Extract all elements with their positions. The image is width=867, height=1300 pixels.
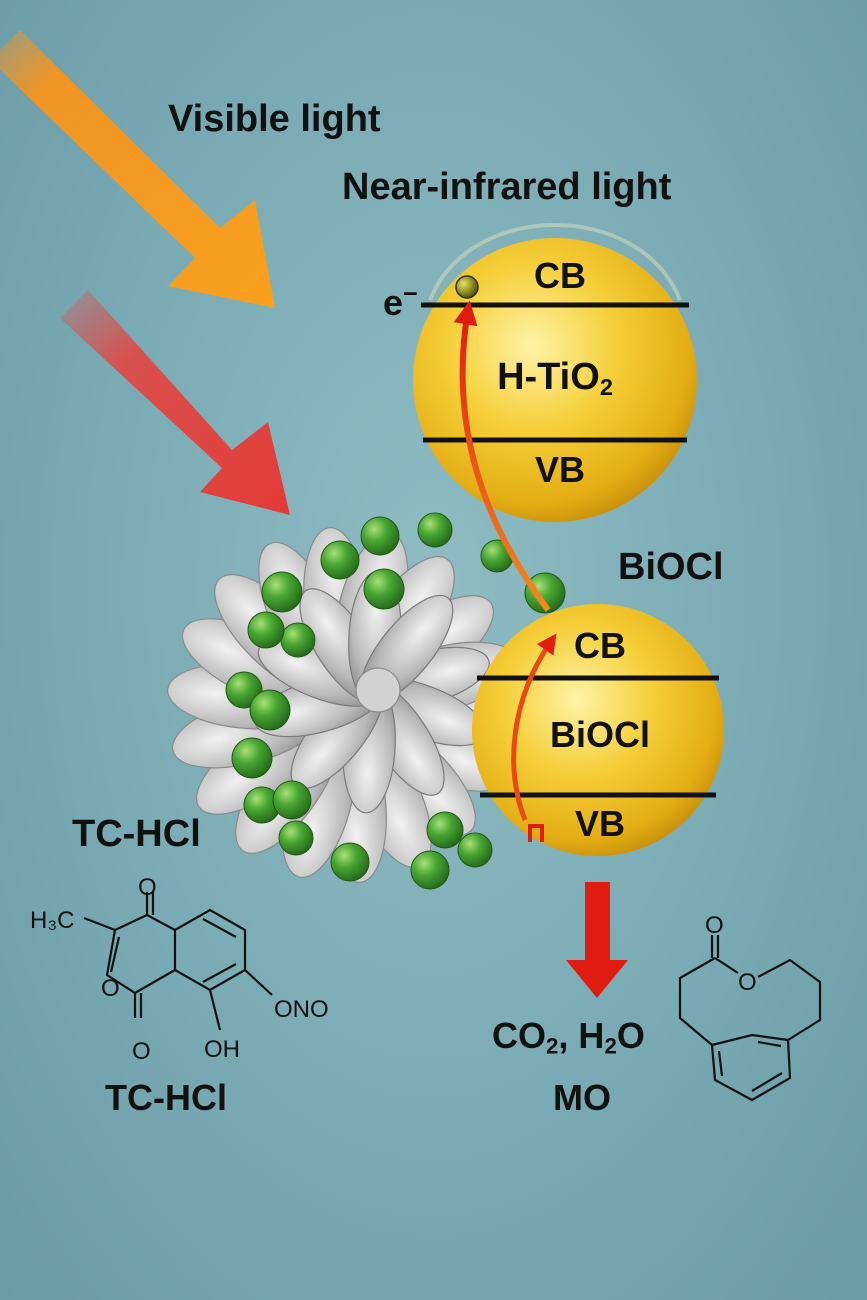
hole-marker [528, 824, 544, 842]
tc-o-top-label: O [138, 874, 157, 901]
visible-light-label: Visible light [168, 98, 381, 140]
products-h: , H [558, 1015, 605, 1056]
nanoparticle [426, 811, 464, 849]
products-label: CO2, H2O [492, 1018, 645, 1058]
nanoparticle [363, 568, 405, 610]
tc-o-ring-label: O [101, 975, 120, 1002]
biocl-vb-label: VB [574, 803, 625, 844]
visible-light-arrow [0, 30, 275, 308]
tc-o-bottom-label: O [132, 1038, 151, 1065]
electron-charge: − [403, 280, 418, 308]
tc-oh-label: OH [204, 1036, 240, 1063]
nanoparticle-group [225, 512, 566, 890]
nanoparticle [457, 832, 493, 868]
nanoparticle [247, 611, 285, 649]
electron-symbol: e [383, 282, 404, 323]
biocl-excitation-arrow [511, 633, 557, 821]
products-co-sub: 2 [546, 1033, 559, 1059]
electron-dot [455, 275, 479, 299]
mo-atom-labels: O O [705, 912, 757, 996]
products-o: O [616, 1015, 645, 1056]
mo-o-carbonyl-label: O [705, 912, 724, 939]
biocl-outer-label: BiOCl [618, 546, 724, 588]
products-co: CO [492, 1015, 546, 1056]
h-tio2-vb-label: VB [534, 449, 585, 490]
h-tio2-name-text: H-TiO [497, 356, 600, 398]
nanoparticle [360, 516, 400, 556]
biocl-cb-label: CB [574, 625, 626, 666]
mo-label: MO [553, 1077, 611, 1118]
tc-hcl-atom-labels: H₃C O O O OH ONO [30, 874, 329, 1065]
nanoparticle [261, 571, 303, 613]
h-tio2-name-label: H-TiO2 [480, 358, 630, 399]
products-h-sub: 2 [604, 1033, 617, 1059]
nanoparticle [280, 622, 316, 658]
nanoparticle [524, 572, 566, 614]
nir-light-arrow [60, 290, 290, 515]
nanoparticle [410, 850, 450, 890]
nir-light-label: Near-infrared light [342, 166, 672, 208]
nanoparticle [330, 842, 370, 882]
nanoparticle [231, 737, 273, 779]
nanoparticle [320, 540, 360, 580]
mo-molecule [678, 935, 822, 1102]
nanoparticle [249, 689, 291, 731]
biocl-name-label: BiOCl [549, 714, 650, 755]
tc-ono-label: ONO [274, 996, 329, 1023]
tc-h3c-label: H₃C [30, 907, 74, 934]
tc-hcl-molecule [83, 892, 273, 1031]
electron-label: e− [383, 280, 418, 323]
nanoparticle [417, 512, 453, 548]
h-tio2-cb-label: CB [534, 255, 586, 296]
interfacial-electron-transfer-arrow [453, 300, 551, 612]
degradation-arrow [566, 882, 628, 998]
nanoparticle [272, 780, 312, 820]
h-tio2-name-sub: 2 [599, 373, 613, 400]
nanoparticle [278, 820, 314, 856]
mo-o-ester-label: O [738, 969, 757, 996]
tc-hcl-label-top: TC-HCl [72, 813, 201, 855]
tc-hcl-label-bottom: TC-HCl [105, 1077, 227, 1118]
